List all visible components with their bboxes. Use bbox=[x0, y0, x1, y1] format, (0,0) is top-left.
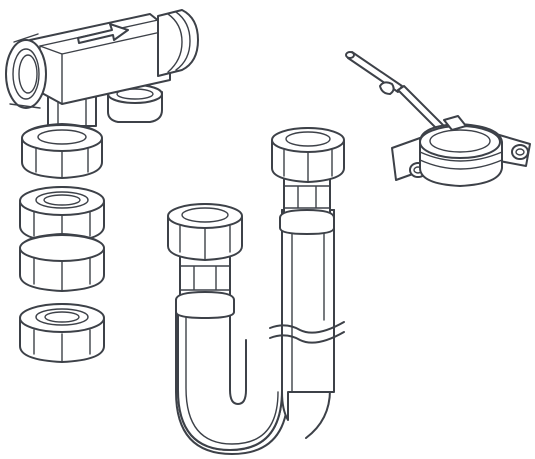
pipe-clamp-icon bbox=[345, 51, 531, 187]
tee-valve-icon bbox=[5, 9, 199, 127]
flexible-hose-icon bbox=[167, 127, 345, 455]
union-nut-icon bbox=[19, 123, 105, 363]
